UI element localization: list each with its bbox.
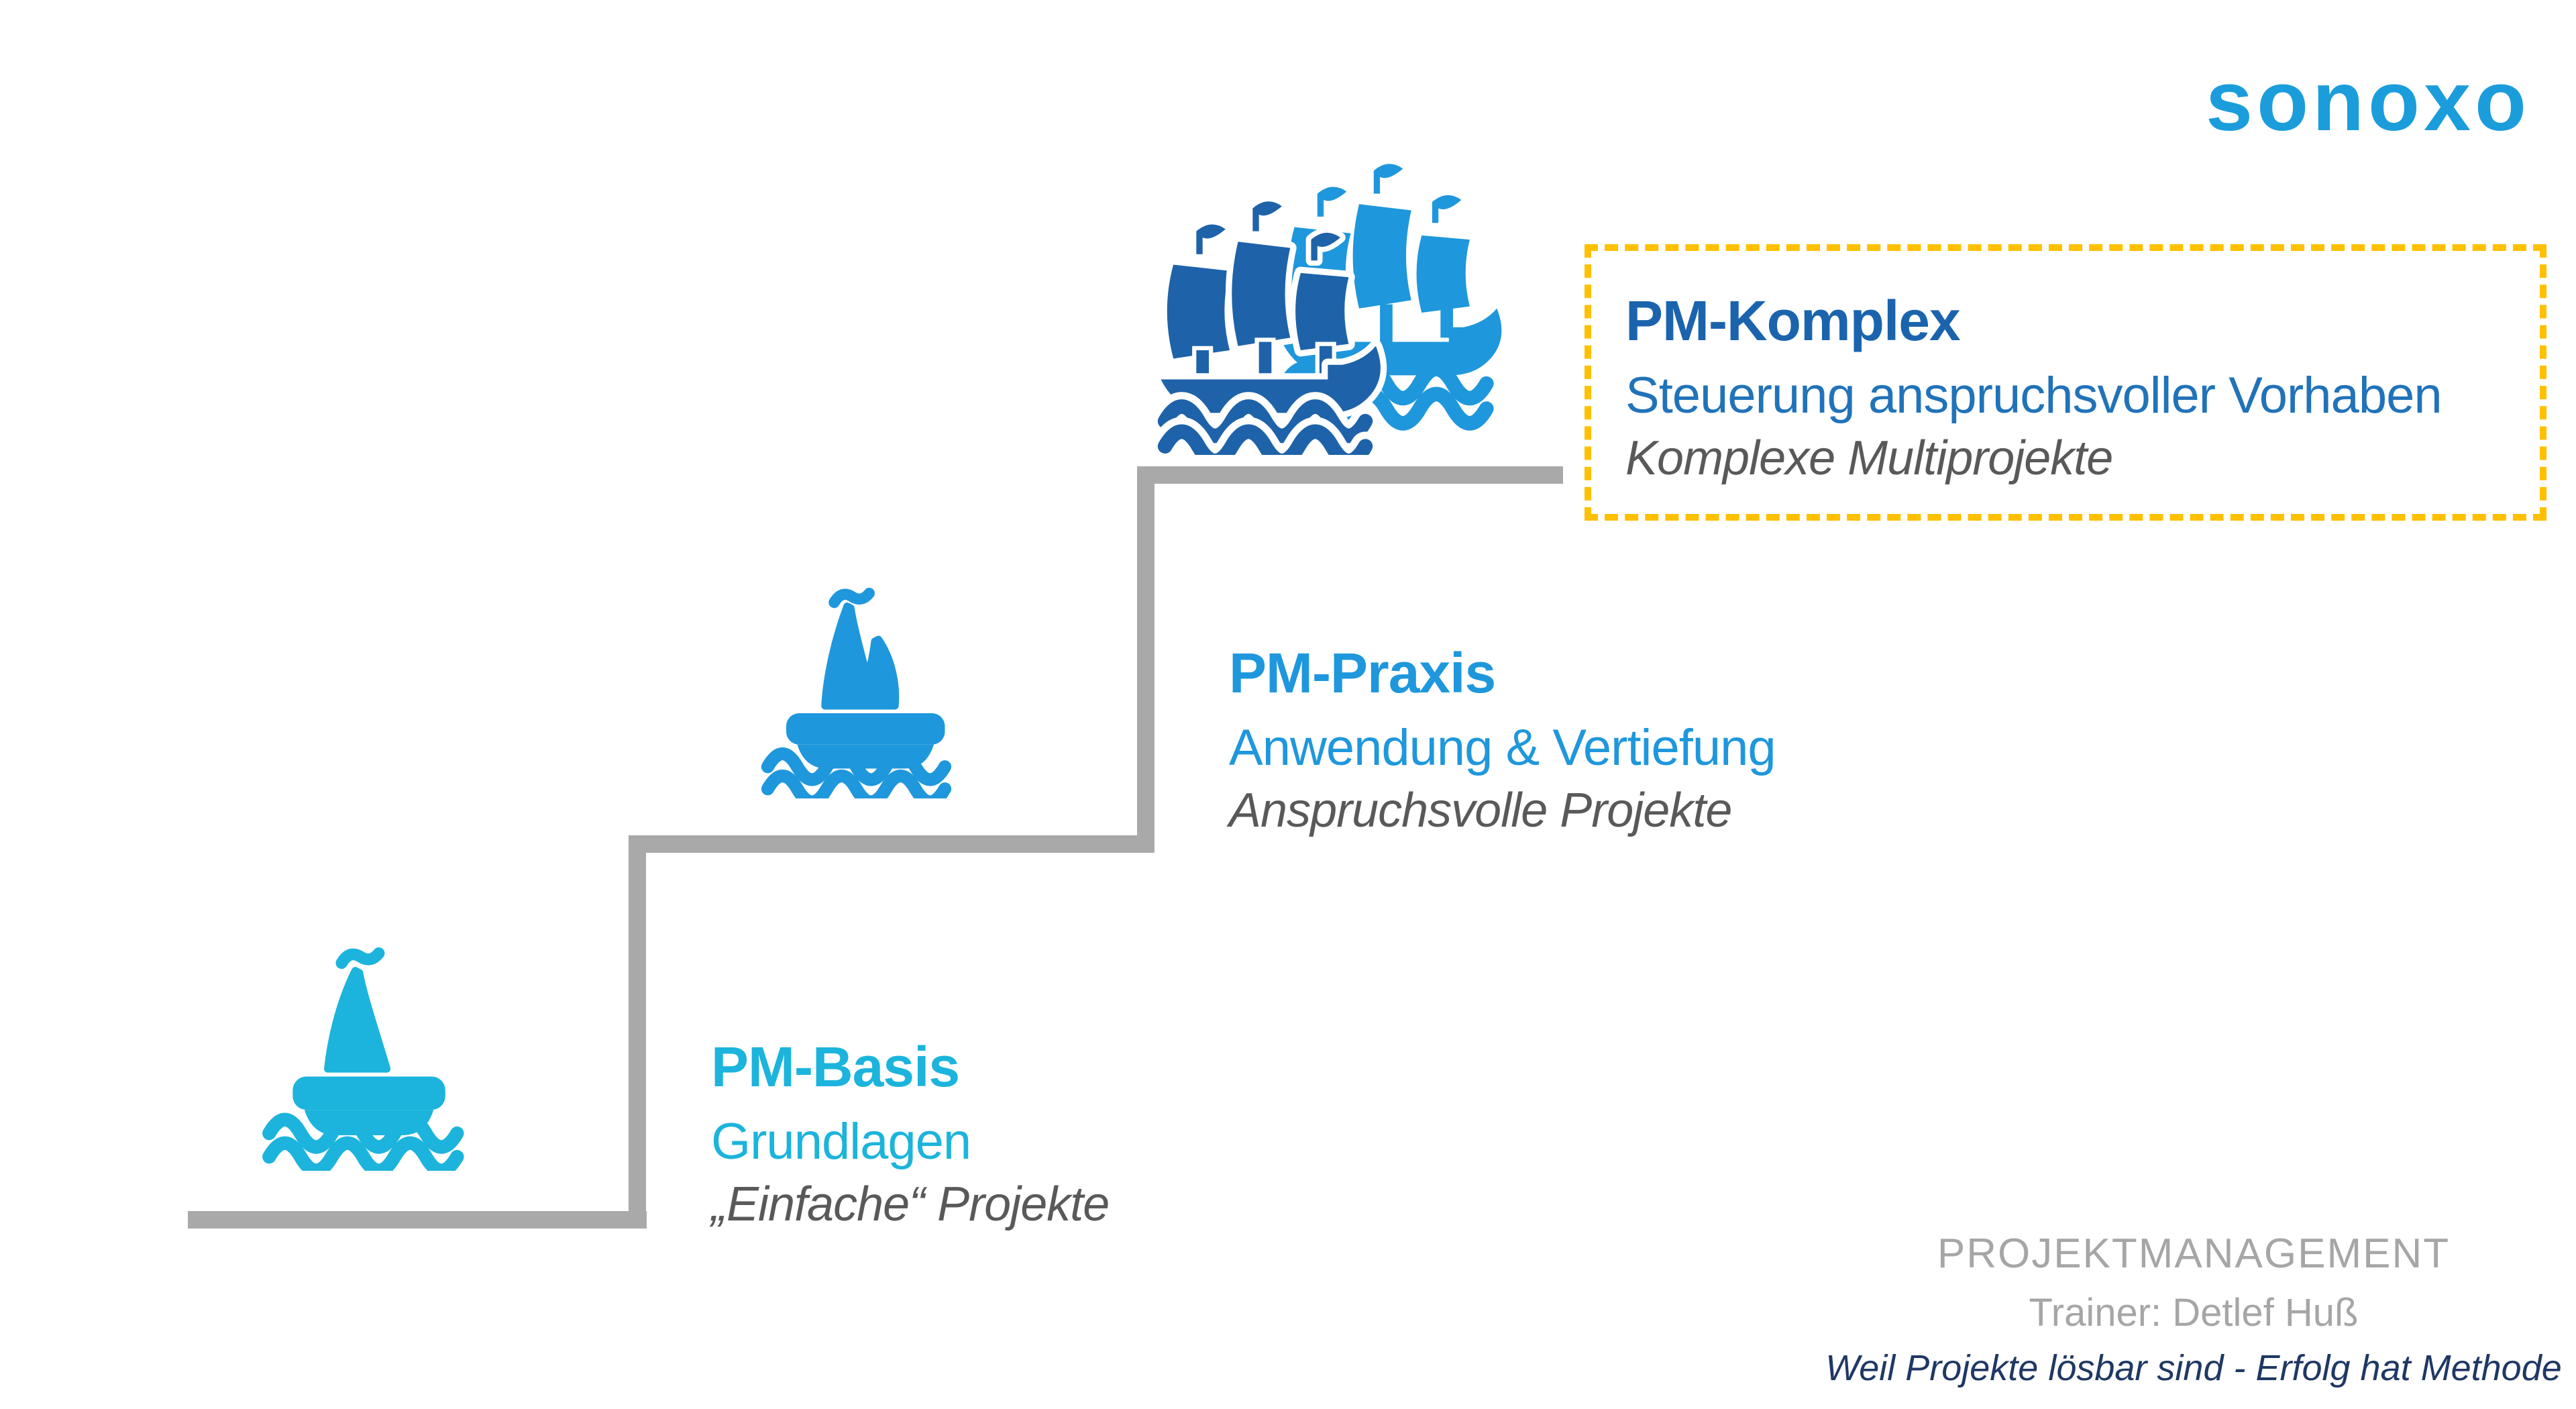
- pm-basis-subtitle: Grundlagen: [711, 1113, 971, 1170]
- stair-step-3-horizontal: [1137, 466, 1563, 484]
- footer-trainer: Trainer: Detlef Huß: [2029, 1291, 2359, 1335]
- pm-komplex-subtitle: Steuerung anspruchsvoller Vorhaben: [1625, 367, 2443, 424]
- stair-step-2-vertical: [1137, 466, 1155, 853]
- footer-course-name: PROJEKTMANAGEMENT: [1937, 1231, 2451, 1277]
- pm-basis-title: PM-Basis: [711, 1035, 960, 1098]
- pm-komplex-detail: Komplexe Multiprojekte: [1625, 431, 2113, 485]
- level-pm-komplex: PM-Komplex Steuerung anspruchsvoller Vor…: [1625, 289, 2443, 485]
- pm-praxis-detail: Anspruchsvolle Projekte: [1229, 784, 1732, 837]
- level-pm-praxis: PM-Praxis Anwendung & Vertiefung Anspruc…: [1229, 645, 1776, 835]
- sonoxo-logo: sonoxo: [2206, 54, 2531, 148]
- pm-komplex-highlight-box: [1585, 244, 2546, 521]
- level-pm-basis: PM-Basis Grundlagen „Einfache“ Projekte: [711, 1035, 1110, 1231]
- two-sailing-ships-icon: [1152, 162, 1528, 455]
- sailboat-two-sails-icon: [761, 588, 952, 798]
- pm-komplex-title: PM-Komplex: [1625, 289, 1961, 352]
- stair-step-2-horizontal: [629, 835, 1155, 853]
- pm-basis-detail: „Einfache“ Projekte: [711, 1178, 1110, 1231]
- footer-slogan: Weil Projekte lösbar sind - Erfolg hat M…: [1825, 1348, 2562, 1388]
- sailboat-one-sail-icon: [262, 947, 464, 1171]
- footer: PROJEKTMANAGEMENT Trainer: Detlef Huß We…: [1724, 1231, 2576, 1388]
- pm-praxis-subtitle: Anwendung & Vertiefung: [1229, 719, 1776, 776]
- stair-step-1-vertical: [629, 835, 646, 1229]
- stair-step-1-horizontal: [188, 1211, 647, 1229]
- pm-praxis-title: PM-Praxis: [1229, 641, 1496, 704]
